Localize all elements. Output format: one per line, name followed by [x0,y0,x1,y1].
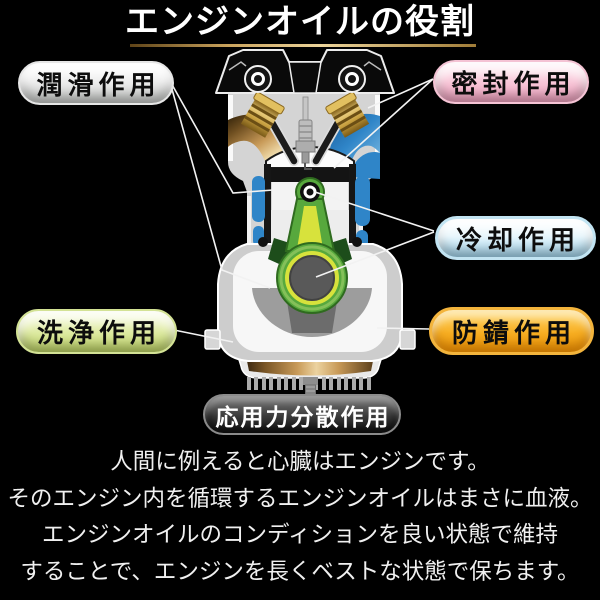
callout-line-lubrication-1 [169,80,274,194]
description-line-4: することで、エンジンを長くベストな状態で保ちます。 [20,558,580,585]
callout-line-sealing-2 [333,78,434,169]
callout-line-cooling-2 [315,231,435,278]
camshaft-right [338,65,366,93]
callout-line-cooling-1 [314,191,435,232]
callout-lines [169,78,435,343]
title-underline [130,44,476,47]
page-title: エンジンオイルの役割 [125,4,475,41]
valve-cover [215,49,395,94]
valve-spring-left [240,91,285,138]
label-cooling: 冷却作用 [435,216,596,260]
callout-line-lubrication-2 [169,81,271,289]
camshaft-left [244,65,272,93]
spark-plug [295,96,316,170]
piston-crown [271,168,349,182]
label-rust-prevention: 防錆作用 [429,307,594,355]
callout-line-sealing-1 [367,78,434,109]
label-force-distribution: 応用力分散作用 [203,394,401,435]
callout-line-cleaning [173,329,234,343]
label-sealing: 密封作用 [433,60,589,104]
description-line-3: エンジンオイルのコンディションを良い状態で維持 [42,522,558,548]
callout-line-rust [376,327,430,330]
label-lubrication: 潤滑作用 [18,61,174,105]
description-line-1: 人間に例えると心臓はエンジンです。 [110,449,490,475]
valvetrain [240,65,370,170]
valve-spring-right [325,91,370,138]
description-line-2: そのエンジン内を循環するエンジンオイルはまさに血液。 [7,485,593,512]
cooling-fins [247,377,371,390]
label-cleaning: 洗浄作用 [16,309,177,354]
crankshaft [276,242,348,314]
description-text: 人間に例えると心臓はエンジンです。 そのエンジン内を循環するエンジンオイルはまさ… [0,444,600,590]
coolant-jackets [252,176,370,252]
